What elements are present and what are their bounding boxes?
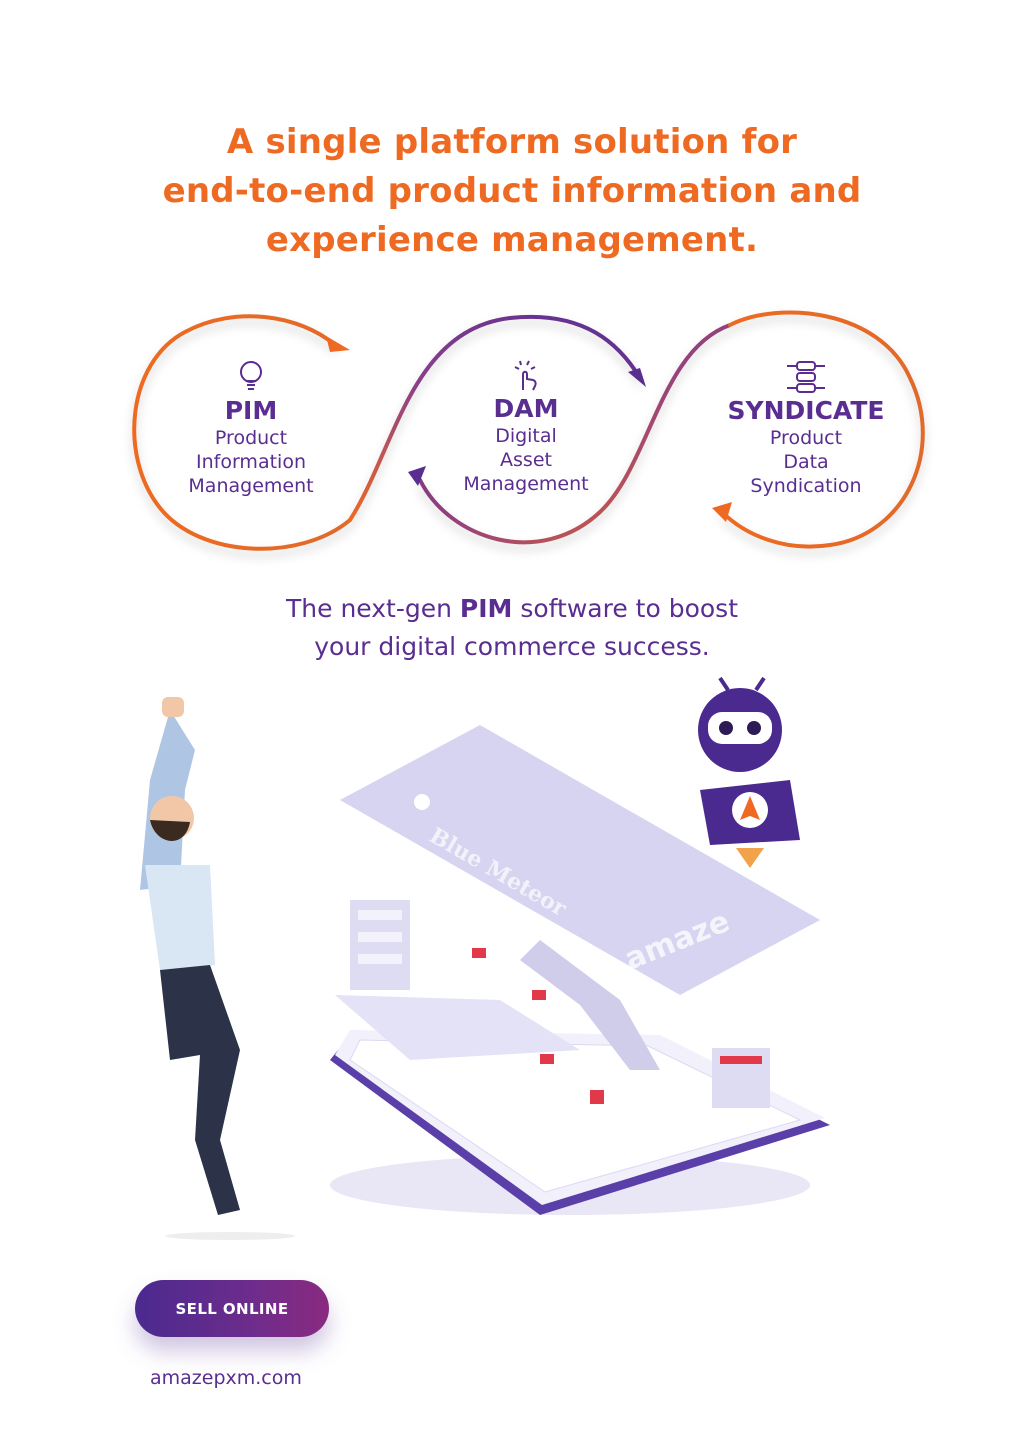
dam-desc-line-2: Asset bbox=[500, 449, 552, 471]
pim-title: PIM bbox=[224, 396, 278, 425]
phone-base bbox=[330, 1030, 830, 1215]
pim-desc-line-1: Product bbox=[214, 427, 288, 449]
pim-node: PIM Product Information Management bbox=[165, 360, 337, 498]
dam-description: Digital Asset Management bbox=[440, 424, 612, 496]
loop-pim-arc bbox=[132, 314, 352, 551]
tagline-prefix: The next-gen bbox=[286, 594, 460, 623]
lightbulb-icon bbox=[240, 361, 262, 390]
robot-mascot bbox=[698, 676, 800, 868]
website-link[interactable]: amazepxm.com bbox=[150, 1367, 302, 1389]
flow-diagram bbox=[132, 310, 925, 551]
store-scene bbox=[335, 900, 770, 1108]
syndicate-node: SYNDICATE Product Data Syndication bbox=[708, 360, 904, 498]
sell-online-button[interactable]: SELL ONLINE bbox=[135, 1280, 329, 1337]
syndicate-desc-line-1: Product bbox=[769, 427, 843, 449]
headline-line-2: end-to-end product information and bbox=[162, 171, 862, 211]
arrow-head-4 bbox=[712, 502, 732, 522]
loop-syndicate-arc bbox=[720, 310, 925, 549]
ecommerce-illustration: Blue Meteor amaze bbox=[140, 676, 830, 1240]
headline: A single platform solution for end-to-en… bbox=[0, 118, 1024, 265]
dam-desc-line-3: Management bbox=[463, 473, 589, 495]
wave-dam-to-pim bbox=[418, 323, 732, 545]
wave-pim-to-dam bbox=[348, 314, 642, 522]
tagline: The next-gen PIM software to boost your … bbox=[0, 590, 1024, 666]
dam-desc-line-1: Digital bbox=[495, 425, 557, 447]
touch-icon bbox=[514, 360, 537, 391]
syndicate-desc-line-2: Data bbox=[783, 451, 829, 473]
headline-line-1: A single platform solution for bbox=[226, 122, 798, 162]
tagline-pim-emphasis: PIM bbox=[459, 594, 513, 623]
dam-title: DAM bbox=[493, 394, 559, 423]
tagline-line-2: your digital commerce success. bbox=[314, 632, 710, 661]
tagline-suffix: software to boost bbox=[512, 594, 738, 623]
arrow-head-3 bbox=[408, 466, 426, 486]
tagline-line-1: The next-gen PIM software to boost bbox=[0, 590, 1024, 628]
database-icon bbox=[787, 361, 825, 393]
pim-description: Product Information Management bbox=[165, 426, 337, 498]
dam-node: DAM Digital Asset Management bbox=[440, 360, 612, 496]
arrow-head-1 bbox=[326, 336, 350, 352]
syndicate-description: Product Data Syndication bbox=[708, 426, 904, 498]
pim-desc-line-3: Management bbox=[188, 475, 314, 497]
arrow-head-2 bbox=[628, 368, 646, 387]
pim-desc-line-2: Information bbox=[196, 451, 306, 473]
jumping-man-figure bbox=[140, 697, 295, 1240]
headline-line-3: experience management. bbox=[265, 220, 759, 260]
syndicate-desc-line-3: Syndication bbox=[750, 475, 862, 497]
syndicate-title: SYNDICATE bbox=[727, 396, 885, 425]
